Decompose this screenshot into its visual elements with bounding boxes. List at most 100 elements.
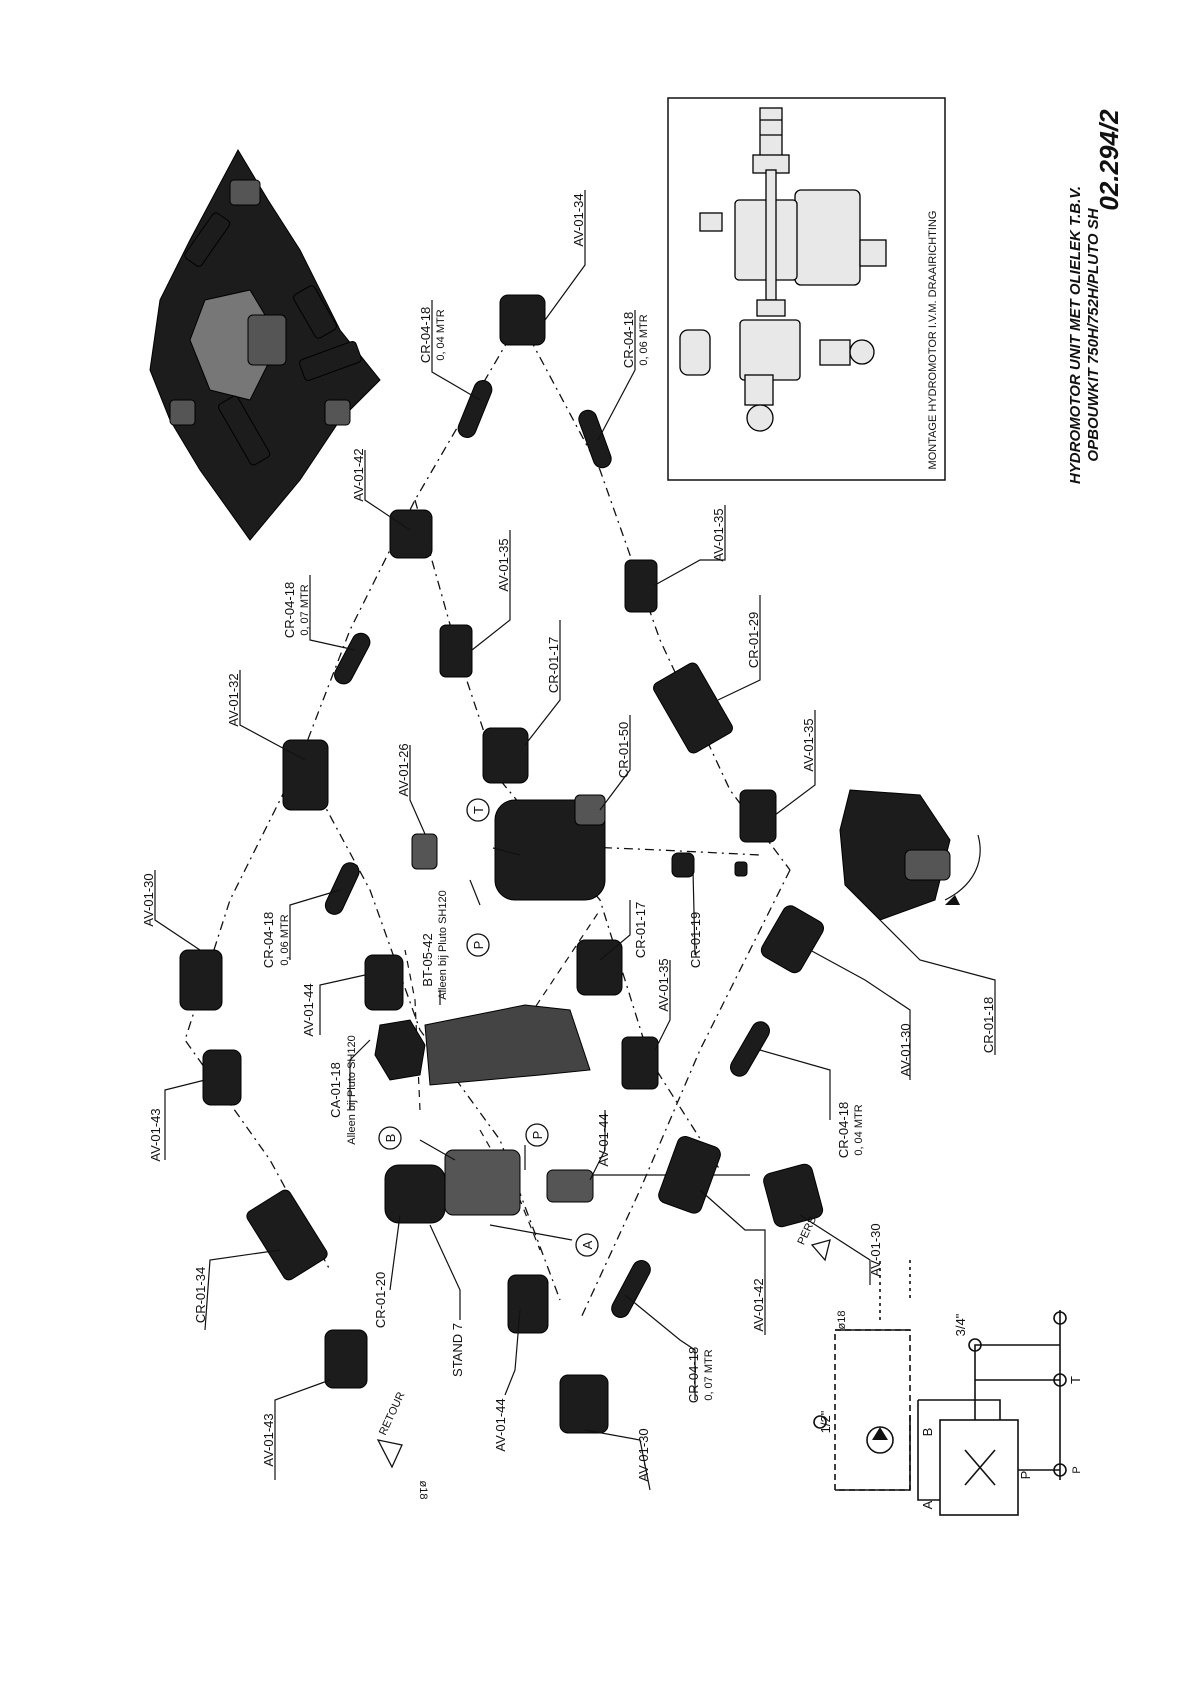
label-av-01-34: AV-01-34	[571, 193, 586, 246]
fitting-av-01-30-top	[179, 949, 223, 1011]
label-cr-04-18-top-b-len: 0, 06 MTR	[638, 314, 650, 365]
port-P-top-label: P	[471, 941, 486, 950]
hose-cr-04-18-left	[324, 862, 360, 915]
part-labels: AV-01-34 CR-04-18 0, 04 MTR CR-04-18 0, …	[141, 193, 996, 1499]
leader-lines	[154, 190, 996, 1491]
title-line-2: OPBOUWKIT 750H/752H/PLUTO SH	[1085, 207, 1102, 461]
fitting-av-01-44-b	[546, 1169, 594, 1203]
drawing-number: 02.294/2	[1094, 109, 1124, 211]
label-cr-04-18-left-len: 0, 06 MTR	[279, 914, 291, 965]
label-cr-01-50: CR-01-50	[616, 722, 631, 778]
fitting-av-01-44-c	[507, 1274, 549, 1334]
hose-cr-04-18-bottom	[611, 1260, 651, 1318]
label-cr-04-18-top-a-len: 0, 04 MTR	[435, 309, 447, 360]
label-av-01-30-bottom: AV-01-30	[636, 1428, 651, 1481]
label-cr-04-18-mid-len: 0, 07 MTR	[299, 584, 311, 635]
schematic-size-three-quarter: 3/4"	[953, 1313, 968, 1336]
fitting-av-01-26	[411, 833, 438, 870]
schematic-port-P-bottom: P	[1071, 1466, 1083, 1473]
hose-cr-04-18-top-a	[457, 380, 493, 438]
label-av-01-44-a: AV-01-44	[301, 983, 316, 1036]
label-av-01-35-b: AV-01-35	[711, 508, 726, 561]
label-cr-01-17-low: CR-01-17	[633, 902, 648, 958]
fitting-av-01-43-b	[324, 1329, 368, 1389]
label-bt-05-42-note: Alleen bij Pluto SH120	[437, 890, 449, 999]
housing-cr-01-18	[839, 789, 951, 921]
retour-arrow-icon	[376, 1439, 403, 1469]
label-av-01-43-b: AV-01-43	[261, 1413, 276, 1466]
label-av-01-44-b: AV-01-44	[596, 1113, 611, 1166]
components	[179, 294, 951, 1469]
label-av-01-42-low: AV-01-42	[751, 1278, 766, 1331]
label-cr-04-18-top-a: CR-04-18	[418, 307, 433, 363]
schematic-port-A: A	[920, 1500, 935, 1509]
assembled-unit-illustration	[149, 148, 381, 541]
hydraulic-schematic: 1/2" 3/4" A B P T P	[813, 1260, 1083, 1516]
valve-cr-01-29	[653, 662, 733, 754]
seal-cr-01-19	[671, 852, 695, 878]
inset-box: MONTAGE HYDROMOTOR I.V.M. DRAAIRICHTING	[667, 97, 946, 481]
label-cr-04-18-bottom: CR-04-18	[686, 1347, 701, 1403]
port-symbols	[813, 1311, 1067, 1477]
fitting-av-01-42-top	[389, 509, 433, 559]
hose-cr-04-18-top-b	[578, 409, 612, 469]
label-cr-04-18-mid: CR-04-18	[282, 582, 297, 638]
schematic-port-T: T	[1068, 1376, 1083, 1384]
fitting-av-01-30-low	[763, 1163, 824, 1228]
valve-cr-01-20	[384, 1164, 446, 1224]
label-cr-01-17-top: CR-01-17	[546, 637, 561, 693]
label-cr-04-18-left: CR-04-18	[261, 912, 276, 968]
label-av-01-35-a: AV-01-35	[496, 538, 511, 591]
label-av-01-35-d: AV-01-35	[656, 958, 671, 1011]
fitting-av-01-35-a	[439, 624, 473, 678]
schematic-port-P: P	[1018, 1471, 1033, 1480]
pers-arrow-icon	[810, 1239, 831, 1262]
label-av-01-35-c: AV-01-35	[801, 718, 816, 771]
label-cr-01-34: CR-01-34	[193, 1267, 208, 1323]
fitting-av-01-35-b	[624, 559, 658, 613]
valve-cr-01-34	[246, 1189, 328, 1281]
port-T-label: T	[471, 806, 486, 814]
label-cr-01-19: CR-01-19	[688, 912, 703, 968]
fitting-av-01-35-c	[739, 789, 777, 843]
title-block: 02.294/2 HYDROMOTOR UNIT MET OLIELEK T.B…	[1067, 109, 1124, 484]
schematic-port-B: B	[920, 1428, 935, 1437]
label-av-01-26: AV-01-26	[396, 743, 411, 796]
label-cr-04-18-low-len: 0, 04 MTR	[853, 1104, 865, 1155]
fitting-av-01-30-bottom	[559, 1374, 609, 1434]
label-cr-04-18-bottom-len: 0, 07 MTR	[703, 1349, 715, 1400]
label-size-18-retour: ø18	[417, 1481, 429, 1500]
label-bt-05-42: BT-05-42	[420, 933, 435, 986]
title-line-1: HYDROMOTOR UNIT MET OLIELEK T.B.V.	[1067, 186, 1084, 484]
label-ca-01-18: CA-01-18	[328, 1062, 343, 1118]
label-cr-01-18: CR-01-18	[981, 997, 996, 1053]
label-cr-04-18-top-b: CR-04-18	[621, 312, 636, 368]
fitting-av-01-43-a	[202, 1049, 242, 1106]
fitting-av-01-44-a	[364, 954, 404, 1011]
label-cr-01-29: CR-01-29	[746, 612, 761, 668]
fitting-cr-01-17-top	[482, 727, 529, 784]
label-av-01-42-top: AV-01-42	[351, 448, 366, 501]
port-A-label: A	[580, 1240, 595, 1249]
filter-ca-01-18	[374, 1019, 426, 1081]
hose-cr-04-18-low	[730, 1021, 770, 1077]
fitting-av-01-34	[499, 294, 546, 346]
fitting-cr-01-17-low	[576, 939, 623, 996]
bracket-bt-05-42	[424, 1004, 591, 1086]
port-B-label: B	[383, 1134, 398, 1143]
fitting-av-01-35-d	[621, 1036, 659, 1090]
port-P-low-label: P	[530, 1131, 545, 1140]
port-markers: T P B P A	[378, 798, 599, 1257]
label-av-01-30-right: AV-01-30	[898, 1023, 913, 1076]
label-av-01-44-c: AV-01-44	[493, 1398, 508, 1451]
label-av-01-32: AV-01-32	[226, 673, 241, 726]
rotation-arrow-icon	[944, 834, 981, 901]
label-cr-04-18-low: CR-04-18	[836, 1102, 851, 1158]
label-stand-7: STAND 7	[450, 1323, 465, 1377]
motor-cr-01-50	[494, 799, 606, 901]
inset-caption: MONTAGE HYDROMOTOR I.V.M. DRAAIRICHTING	[927, 211, 939, 470]
fitting-av-01-32	[282, 739, 329, 811]
label-ca-01-18-note: Alleen bij Pluto SH120	[346, 1035, 358, 1144]
flow-valve-symbol	[939, 1419, 1019, 1516]
label-av-01-30-top: AV-01-30	[141, 873, 156, 926]
